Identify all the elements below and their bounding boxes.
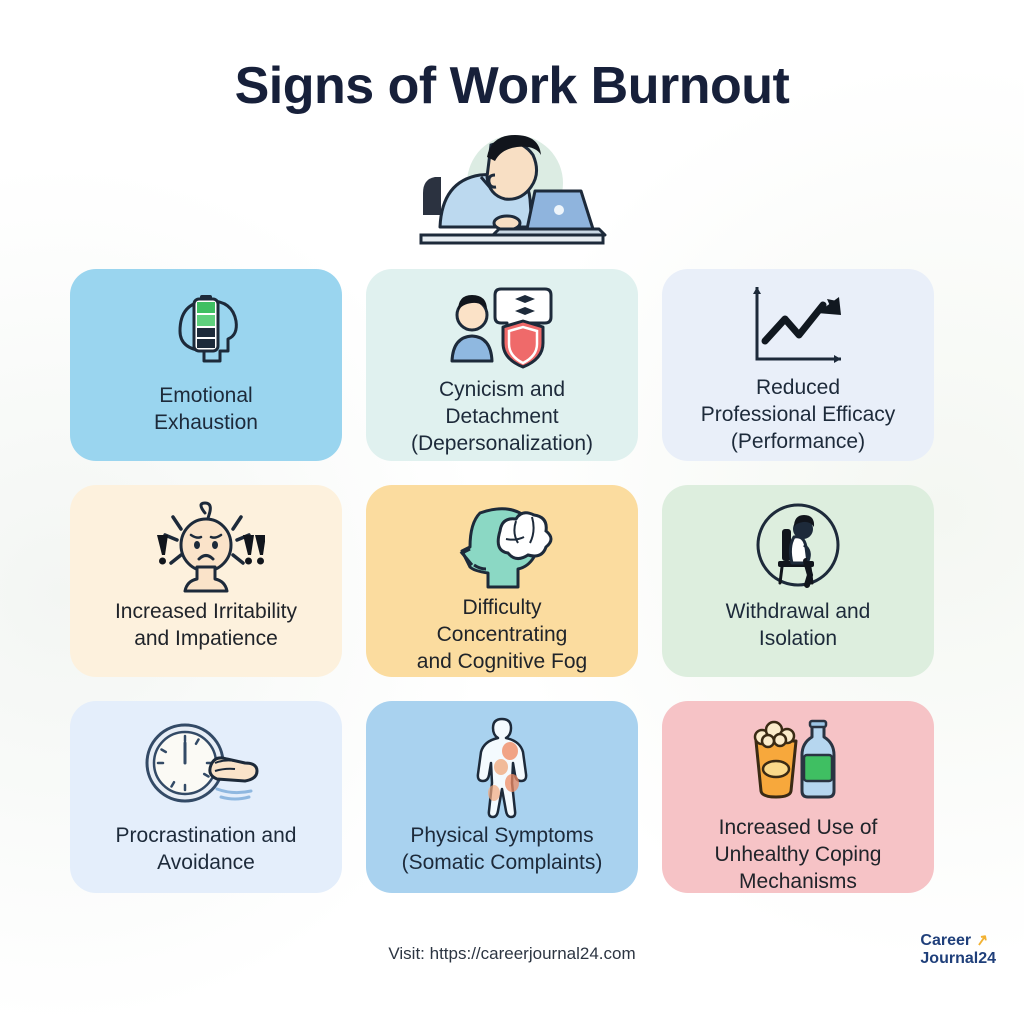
footer: Visit: https://careerjournal24.com Caree… [0, 930, 1024, 990]
card-label: Reduced Professional Efficacy (Performan… [700, 376, 896, 453]
arrow-up-right-icon: ↗ [973, 931, 990, 950]
person-speech-bubble-shield-icon [447, 283, 557, 373]
card-label: Increased Irritability and Impatience [114, 600, 298, 650]
body-with-pain-spots-icon [463, 715, 541, 819]
card-procrastination-avoidance[interactable]: Procrastination and Avoidance [70, 701, 342, 894]
card-label: Increased Use of Unhealthy Coping Mechan… [714, 816, 882, 893]
card-label: Procrastination and Avoidance [115, 824, 297, 874]
rising-chart-arrow-icon [743, 283, 853, 371]
card-difficulty-concentrating[interactable]: Difficulty Concentrating and Cognitive F… [366, 485, 638, 678]
card-label: Difficulty Concentrating and Cognitive F… [416, 596, 588, 673]
head-with-low-battery-icon [158, 283, 254, 379]
signs-grid: Emotional Exhaustion Cyni [70, 269, 954, 894]
hero-illustration-wrap [0, 131, 1024, 251]
card-label: Emotional Exhaustion [154, 384, 258, 434]
head-with-cloud-brain-icon [450, 499, 554, 591]
card-label: Physical Symptoms (Somatic Complaints) [401, 824, 603, 874]
card-unhealthy-coping[interactable]: Increased Use of Unhealthy Coping Mechan… [662, 701, 934, 894]
person-sitting-alone-icon [750, 499, 846, 595]
frustrated-face-exclamations-icon [147, 499, 265, 595]
card-label: Withdrawal and Isolation [725, 600, 871, 650]
card-label: Cynicism and Detachment (Depersonalizati… [410, 378, 594, 455]
logo-line1: Career [920, 932, 972, 949]
card-emotional-exhaustion[interactable]: Emotional Exhaustion [70, 269, 342, 462]
visit-url[interactable]: Visit: https://careerjournal24.com [388, 944, 636, 963]
card-physical-symptoms[interactable]: Physical Symptoms (Somatic Complaints) [366, 701, 638, 894]
card-withdrawal-isolation[interactable]: Withdrawal and Isolation [662, 485, 934, 678]
careerjournal24-logo[interactable]: Career↗ Journal24 [920, 931, 996, 968]
clock-pushed-by-hand-icon [143, 715, 269, 819]
logo-line2: Journal24 [920, 949, 996, 967]
page-title: Signs of Work Burnout [234, 57, 790, 115]
card-cynicism-detachment[interactable]: Cynicism and Detachment (Depersonalizati… [366, 269, 638, 462]
burnt-out-worker-at-laptop-icon [419, 135, 607, 245]
card-reduced-professional-efficacy[interactable]: Reduced Professional Efficacy (Performan… [662, 269, 934, 462]
card-increased-irritability[interactable]: Increased Irritability and Impatience [70, 485, 342, 678]
junk-food-and-bottle-icon [746, 715, 850, 811]
